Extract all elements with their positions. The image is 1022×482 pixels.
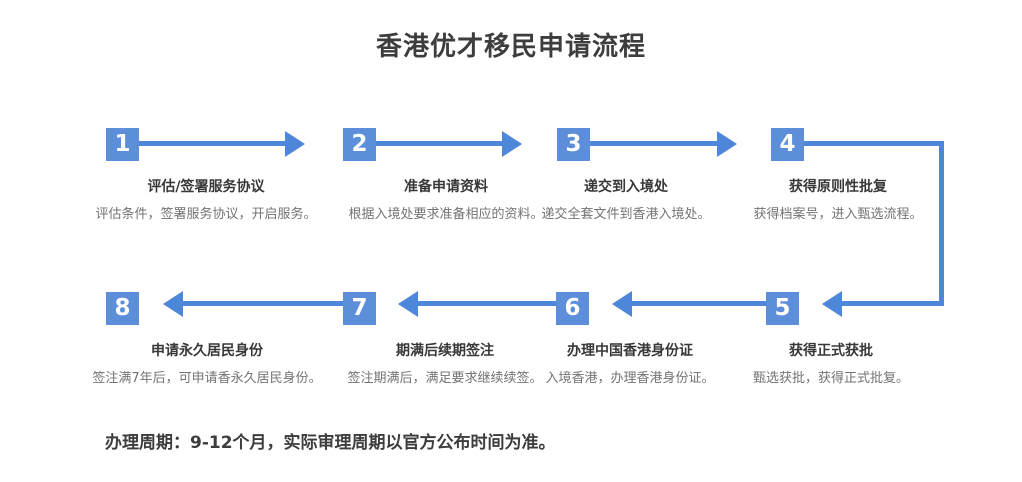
step-6-desc: 入境香港，办理香港身份证。 [545,371,715,386]
step-2-title: 准备申请资料 [404,179,488,195]
step-2-number: 2 [351,131,368,157]
arrow-step7-to-step8-shaft [183,301,343,306]
step-8-text: 申请永久居民身份 签注满7年后，可申请香永久居民身份。 [92,340,322,386]
step-3-number: 3 [565,131,582,157]
step-7-desc: 签注期满后，满足要求继续续签。 [347,371,543,386]
step-5-desc: 甄选获批，获得正式批复。 [752,371,909,386]
step-7-number-box: 7 [343,292,376,325]
arrow-step7-to-step8-head-icon [163,291,183,317]
connector-step4-to-step5-top-shaft [804,141,944,146]
step-4-text: 获得原则性批复 获得档案号，进入甄选流程。 [723,176,953,222]
step-8-number: 8 [114,295,131,321]
arrow-step3-to-step4-head-icon [717,131,737,157]
step-2-text: 准备申请资料 根据入境处要求准备相应的资料。 [331,176,561,222]
step-5-number-box: 5 [766,292,799,325]
step-2-number-box: 2 [343,128,376,161]
step-1-text: 评估/签署服务协议 评估条件，签署服务协议，开启服务。 [91,176,321,222]
step-2-desc: 根据入境处要求准备相应的资料。 [348,207,544,222]
arrow-step6-to-step7-head-icon [398,291,418,317]
step-4-desc: 获得档案号，进入甄选流程。 [753,207,923,222]
step-3-title: 递交到入境处 [584,179,668,195]
connector-step4-to-step5-vertical-shaft [939,141,944,306]
step-1-number-box: 1 [106,128,139,161]
step-5-title: 获得正式获批 [789,343,873,359]
step-4-number: 4 [779,131,796,157]
connector-step4-to-step5-head-icon [822,291,842,317]
step-7-number: 7 [351,295,368,321]
arrow-step6-to-step7-shaft [418,301,556,306]
step-3-text: 递交到入境处 递交全套文件到香港入境处。 [511,176,741,222]
step-6-title: 办理中国香港身份证 [567,343,693,359]
step-7-text: 期满后续期签注 签注期满后，满足要求继续续签。 [330,340,560,386]
arrow-step5-to-step6-head-icon [612,291,632,317]
step-1-number: 1 [114,131,131,157]
arrow-step5-to-step6-shaft [632,301,766,306]
step-6-number-box: 6 [556,292,589,325]
step-6-text: 办理中国香港身份证 入境香港，办理香港身份证。 [515,340,745,386]
step-4-number-box: 4 [771,128,804,161]
step-1-desc: 评估条件，签署服务协议，开启服务。 [95,207,317,222]
step-7-title: 期满后续期签注 [396,343,494,359]
step-3-number-box: 3 [557,128,590,161]
step-5-number: 5 [774,295,791,321]
step-8-desc: 签注满7年后，可申请香永久居民身份。 [92,371,322,386]
step-1-title: 评估/签署服务协议 [147,179,265,195]
arrow-step2-to-step3-shaft [376,141,502,146]
step-5-text: 获得正式获批 甄选获批，获得正式批复。 [716,340,946,386]
arrow-step1-to-step2-shaft [139,141,285,146]
arrow-step3-to-step4-shaft [590,141,717,146]
connector-step4-to-step5-bottom-shaft [842,301,944,306]
arrow-step1-to-step2-head-icon [285,131,305,157]
arrow-step2-to-step3-head-icon [502,131,522,157]
step-3-desc: 递交全套文件到香港入境处。 [541,207,711,222]
step-6-number: 6 [564,295,581,321]
step-4-title: 获得原则性批复 [789,179,887,195]
processing-period-note: 办理周期：9-12个月，实际审理周期以官方公布时间为准。 [105,433,556,453]
step-8-number-box: 8 [106,292,139,325]
step-8-title: 申请永久居民身份 [151,343,263,359]
page-title: 香港优才移民申请流程 [375,32,646,62]
